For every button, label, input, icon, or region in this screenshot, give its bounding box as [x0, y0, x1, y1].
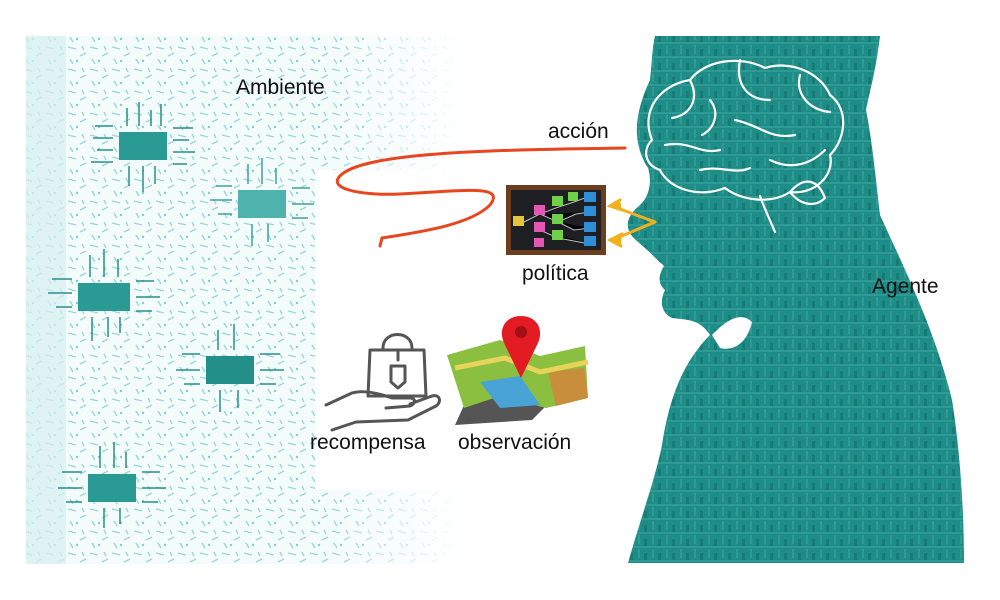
circuit-chip-icon — [210, 158, 314, 246]
circuit-chip-icon — [176, 324, 284, 412]
action-arrow — [335, 146, 627, 248]
action-label: acción — [548, 120, 609, 143]
circuit-chip-icon — [58, 442, 166, 528]
shopping-bag-hand-icon — [324, 333, 441, 432]
agent-label: Agente — [872, 275, 939, 298]
map-pin-icon — [447, 316, 589, 425]
circuit-chip-icon — [48, 249, 160, 341]
reward-label: recompensa — [310, 431, 426, 454]
agent-silhouette — [627, 36, 964, 563]
policy-label: política — [522, 262, 589, 285]
policy-board-icon — [506, 185, 606, 255]
policy-arrows — [606, 198, 657, 248]
observation-label: observación — [458, 431, 572, 454]
circuit-chip-icon — [91, 102, 195, 192]
environment-label: Ambiente — [236, 76, 325, 99]
brain-icon — [645, 58, 845, 234]
